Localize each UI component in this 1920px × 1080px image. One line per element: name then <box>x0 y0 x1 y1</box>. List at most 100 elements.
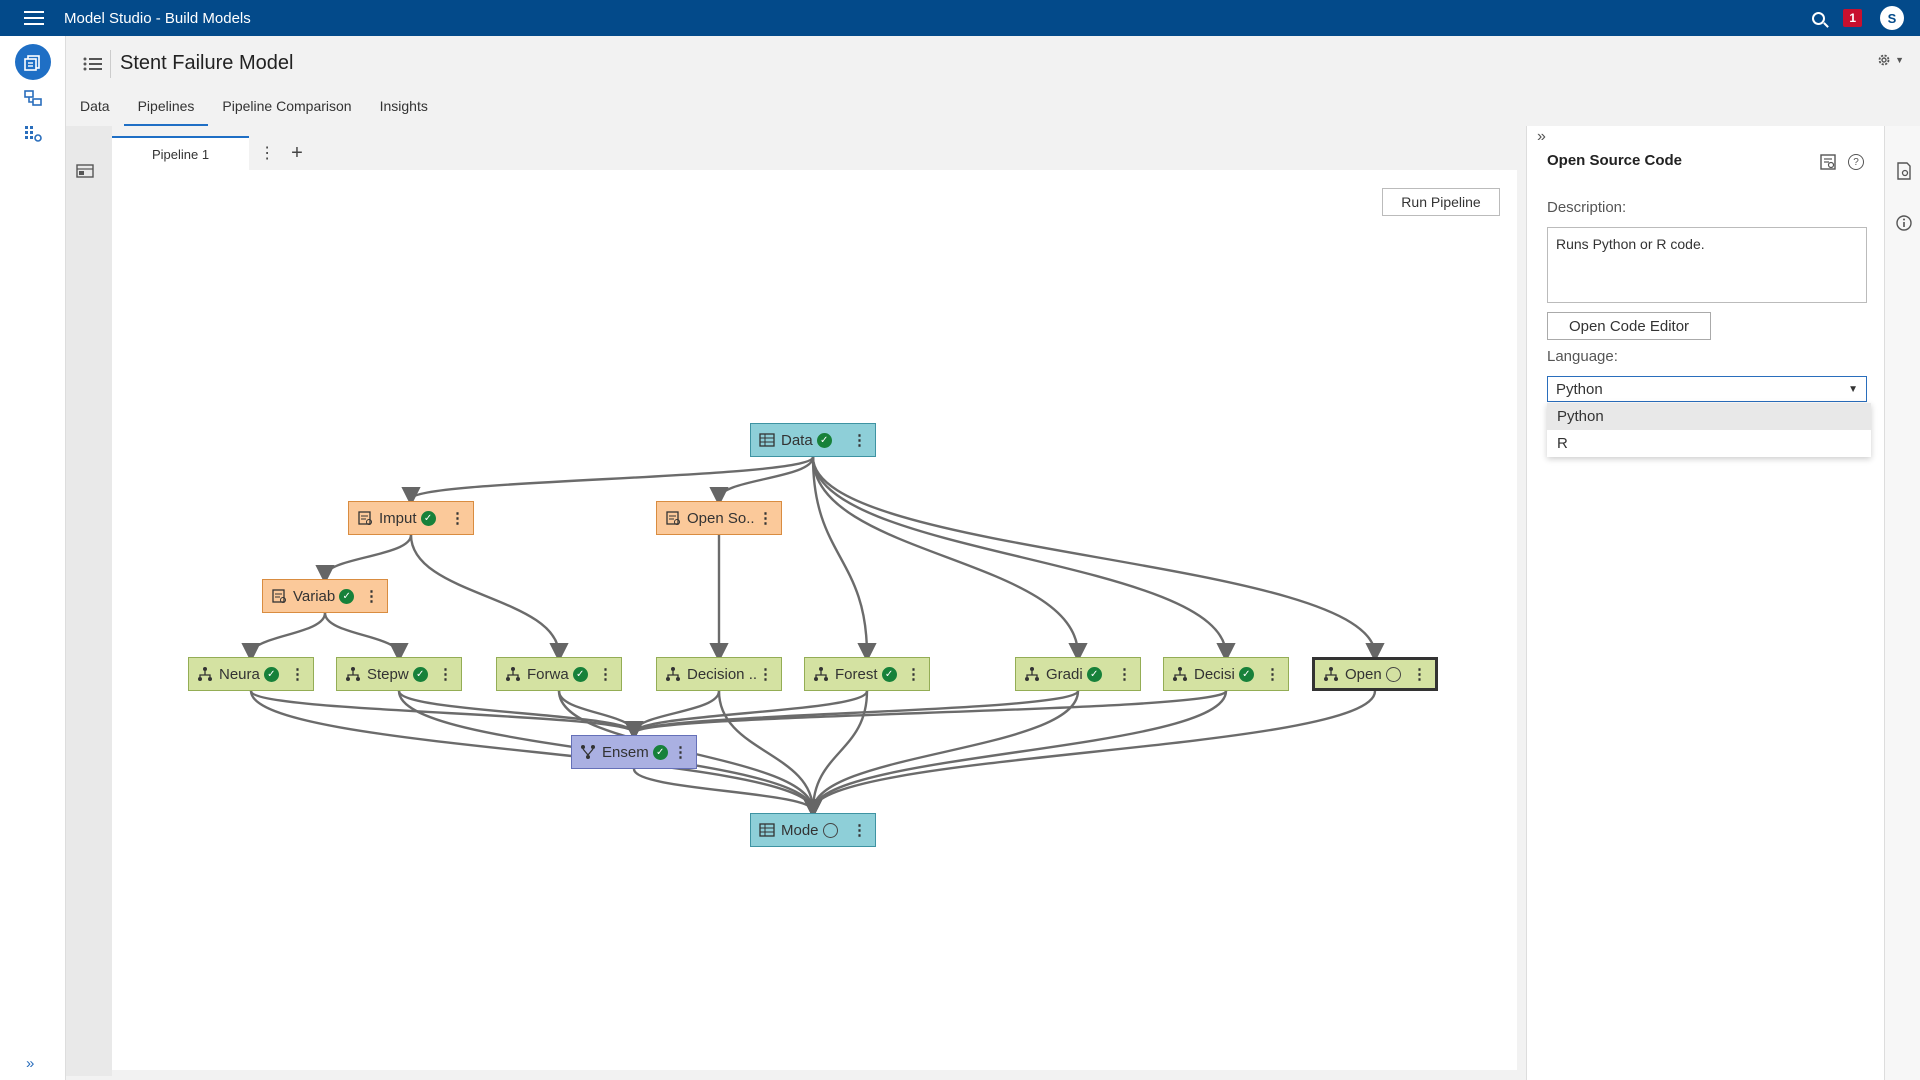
node-properties-icon[interactable] <box>1895 162 1913 180</box>
node-type-icon <box>759 432 775 448</box>
success-check-icon: ✓ <box>572 666 588 682</box>
pipeline-options-icon[interactable]: ⋮ <box>259 145 276 162</box>
info-icon[interactable] <box>1895 214 1913 232</box>
node-forward[interactable]: Forwa✓⋮ <box>496 657 622 691</box>
node-type-icon <box>271 588 287 604</box>
node-label: Neura <box>219 665 260 683</box>
edge-varsel-stepwise <box>323 612 409 663</box>
node-stepwise[interactable]: Stepw✓⋮ <box>336 657 462 691</box>
node-menu-icon[interactable]: ⋮ <box>598 666 613 683</box>
tab-pipelines[interactable]: Pipelines <box>123 88 209 126</box>
hamburger-menu-icon[interactable] <box>24 11 44 25</box>
edge-imputation-forward <box>409 534 569 663</box>
node-label: Data <box>781 431 813 449</box>
node-menu-icon[interactable]: ⋮ <box>438 666 453 683</box>
language-select[interactable]: Python ▼ <box>1547 376 1867 402</box>
node-type-icon <box>759 822 775 838</box>
node-label: Mode <box>781 821 819 839</box>
edge-neural-modelcomp <box>249 690 823 819</box>
success-check-icon: ✓ <box>412 666 428 682</box>
right-side-rail <box>1884 126 1920 1080</box>
language-option-r[interactable]: R <box>1557 435 1568 452</box>
node-opensource2[interactable]: Open ⋮ <box>1312 657 1438 691</box>
add-pipeline-button[interactable]: + <box>291 141 303 164</box>
tab-pipeline-comparison[interactable]: Pipeline Comparison <box>222 98 352 114</box>
node-varsel[interactable]: Variab✓⋮ <box>262 579 388 613</box>
node-label: Forest <box>835 665 878 683</box>
models-stack-icon <box>24 55 40 71</box>
node-menu-icon[interactable]: ⋮ <box>1117 666 1132 683</box>
node-gradient[interactable]: Gradi✓⋮ <box>1015 657 1141 691</box>
settings-menu-button[interactable]: ▼ <box>1876 52 1904 68</box>
node-type-icon <box>1172 666 1188 682</box>
tab-data[interactable]: Data <box>80 98 110 114</box>
gear-icon <box>1878 54 1890 66</box>
node-dtree[interactable]: Decision ..⋮ <box>656 657 782 691</box>
node-menu-icon[interactable]: ⋮ <box>906 666 921 683</box>
node-menu-icon[interactable]: ⋮ <box>1265 666 1280 683</box>
node-data[interactable]: Data✓ ⋮ <box>750 423 876 457</box>
edge-data-opensource2 <box>811 456 1385 663</box>
save-node-icon[interactable] <box>1820 154 1836 170</box>
node-modelcomp[interactable]: Mode ⋮ <box>750 813 876 847</box>
outline-list-icon[interactable] <box>82 54 104 74</box>
project-tabs: Data Pipelines Pipeline Comparison Insig… <box>66 88 442 126</box>
project-header: Stent Failure Model ▼ Data Pipelines Pip… <box>66 36 1920 126</box>
chevron-down-icon: ▼ <box>1895 55 1904 65</box>
left-nav-rail: » <box>0 36 66 1080</box>
edge-data-imputation <box>401 455 815 507</box>
pipeline-tab-1[interactable]: Pipeline 1 <box>112 136 250 170</box>
node-type-icon <box>580 744 596 760</box>
node-dtree2[interactable]: Decisi✓⋮ <box>1163 657 1289 691</box>
success-check-icon: ✓ <box>816 432 832 448</box>
node-ensemble[interactable]: Ensem✓⋮ <box>571 735 697 769</box>
node-forest[interactable]: Forest✓ ⋮ <box>804 657 930 691</box>
node-menu-icon[interactable]: ⋮ <box>673 744 688 761</box>
success-check-icon: ✓ <box>1238 666 1254 682</box>
nodes-panel-icon[interactable] <box>76 164 94 178</box>
run-pipeline-button[interactable]: Run Pipeline <box>1382 188 1500 216</box>
node-menu-icon[interactable]: ⋮ <box>290 666 305 683</box>
manage-data-nav-button[interactable] <box>15 80 51 116</box>
notification-badge[interactable]: 1 <box>1843 9 1862 27</box>
description-field[interactable]: Runs Python or R code. <box>1547 227 1867 303</box>
node-menu-icon[interactable]: ⋮ <box>852 432 867 449</box>
node-label: Ensem <box>602 743 649 761</box>
node-menu-icon[interactable]: ⋮ <box>758 510 773 527</box>
success-check-icon: ✓ <box>881 666 897 682</box>
tab-insights[interactable]: Insights <box>379 98 428 114</box>
edge-gradient-ensemble <box>624 689 1080 741</box>
node-menu-icon[interactable]: ⋮ <box>450 510 465 527</box>
collapse-panel-icon[interactable]: » <box>1537 128 1546 145</box>
edge-ensemble-modelcomp <box>632 768 823 819</box>
node-imputation[interactable]: Imput✓⋮ <box>348 501 474 535</box>
node-menu-icon[interactable]: ⋮ <box>758 666 773 683</box>
node-menu-icon[interactable]: ⋮ <box>852 822 867 839</box>
language-option-python[interactable]: Python <box>1547 403 1871 430</box>
open-code-editor-button[interactable]: Open Code Editor <box>1547 312 1711 340</box>
pipeline-tab-bar: Pipeline 1 ⋮ + <box>112 136 309 170</box>
edge-forest-modelcomp <box>803 690 869 819</box>
success-check-icon: ✓ <box>339 588 355 604</box>
node-type-icon <box>813 666 829 682</box>
build-models-nav-button[interactable] <box>15 44 51 80</box>
node-properties-panel: » Open Source Code ? Description: Runs P… <box>1526 126 1884 1080</box>
pipeline-canvas[interactable]: Run Pipeline Data✓⋮Imput✓⋮Open So..⋮Vari… <box>112 170 1517 1070</box>
node-label: Open <box>1345 665 1382 683</box>
help-icon[interactable]: ? <box>1848 154 1864 170</box>
node-type-icon <box>197 666 213 682</box>
node-label: Decision .. <box>687 665 758 683</box>
expand-nav-icon[interactable]: » <box>26 1055 35 1072</box>
edge-neural-ensemble <box>249 689 644 741</box>
explore-nav-button[interactable] <box>15 116 51 152</box>
edge-dtree-modelcomp <box>717 690 823 819</box>
pipeline-edges <box>241 455 1385 819</box>
search-icon[interactable] <box>1812 11 1826 25</box>
node-menu-icon[interactable]: ⋮ <box>364 588 379 605</box>
edge-data-opensource1 <box>709 456 815 507</box>
app-header-bar: Model Studio - Build Models 1 S <box>0 0 1920 36</box>
node-opensource1[interactable]: Open So..⋮ <box>656 501 782 535</box>
node-neural[interactable]: Neura✓⋮ <box>188 657 314 691</box>
user-avatar[interactable]: S <box>1880 6 1904 30</box>
node-menu-icon[interactable]: ⋮ <box>1412 666 1427 683</box>
